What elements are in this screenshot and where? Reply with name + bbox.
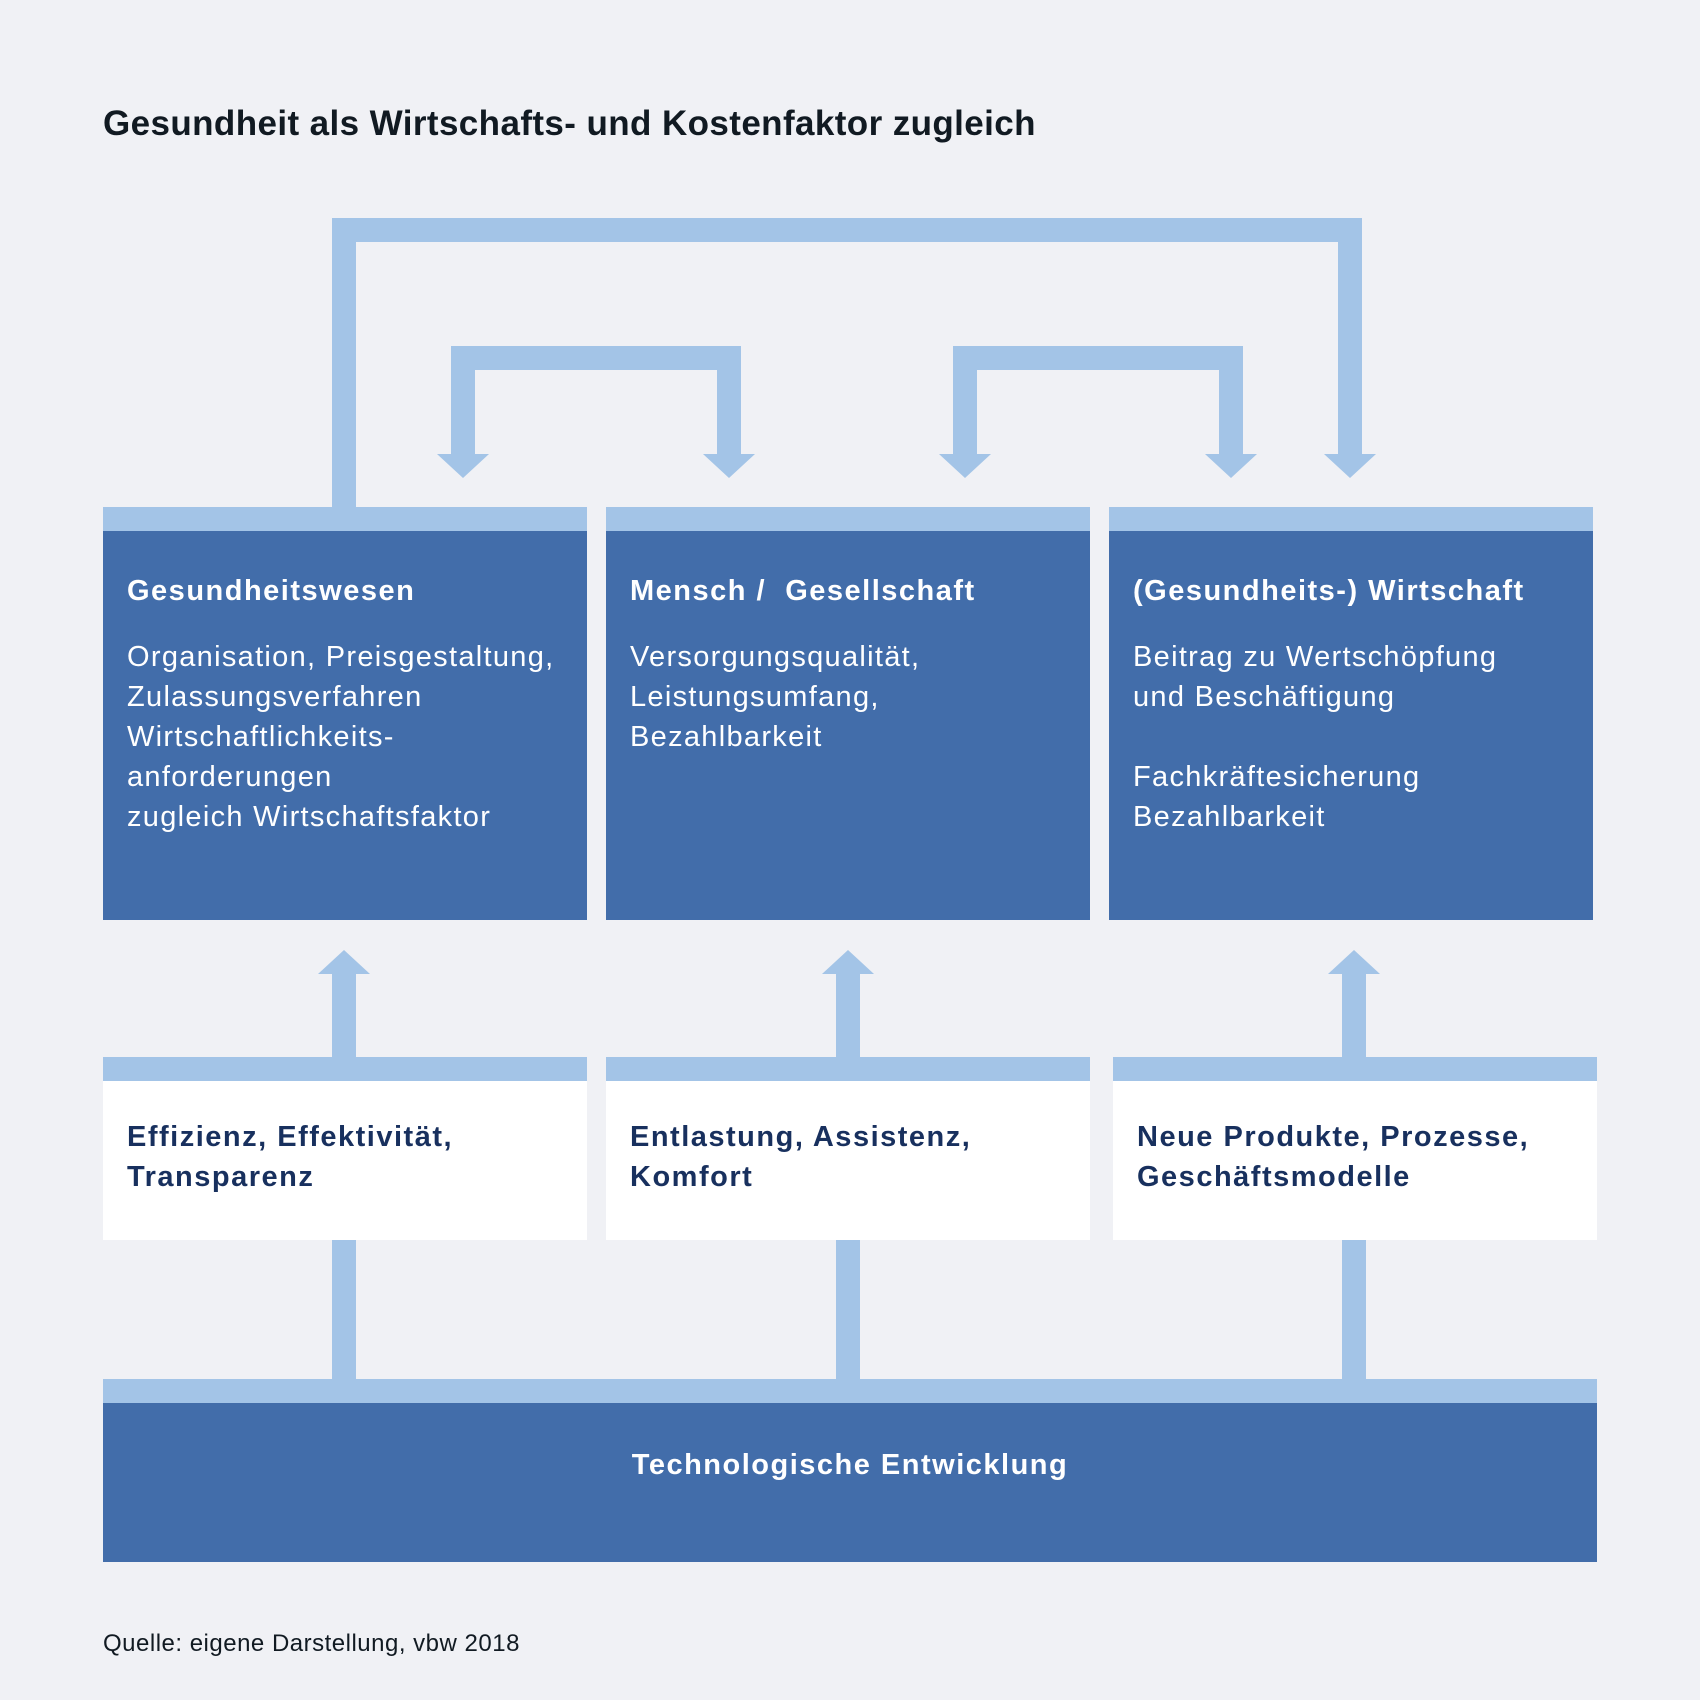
domain-box-gesundheitswirtschaft: (Gesundheits-) Wirtschaft Beitrag zu Wer… (1109, 507, 1593, 920)
right-loop-shaft-b (1219, 346, 1243, 456)
left-loop-shaft-b (717, 346, 741, 456)
domain-description: Versorgungsqualität, Leistungsumfang, Be… (630, 637, 1080, 757)
domain-box-gesundheitswesen: Gesundheitswesen Organisation, Preisgest… (103, 507, 587, 920)
right-loop-arrowhead-a (939, 454, 991, 478)
outer-loop-up-shaft (332, 218, 356, 508)
description-line: Bezahlbarkeit (630, 721, 823, 753)
impact-arrowhead-1 (318, 950, 370, 974)
base-box-technologische-entwicklung: Technologische Entwicklung (103, 1379, 1597, 1562)
description-line: Organisation, Preisgestaltung, (127, 641, 555, 673)
description-line: anforderungen (127, 761, 333, 793)
impact-line: Transparenz (127, 1161, 315, 1193)
impact-arrowhead-2 (822, 950, 874, 974)
outer-loop-arrowhead (1324, 454, 1376, 478)
impact-arrow-shaft-1 (332, 972, 356, 1057)
right-loop-shaft-a (953, 346, 977, 456)
domain-description: Organisation, Preisgestaltung, Zulassung… (127, 637, 577, 837)
impact-box-1: Effizienz, Effektivität, Transparenz (103, 1057, 587, 1240)
description-line: Wirtschaftlichkeits- (127, 721, 395, 753)
left-loop-shaft-a (451, 346, 475, 456)
description-line: Fachkräftesicherung (1133, 761, 1421, 793)
outer-loop-top-bar (332, 218, 1362, 242)
description-line: zugleich Wirtschaftsfaktor (127, 801, 492, 833)
outer-loop-down-shaft (1338, 218, 1362, 456)
impact-box-3: Neue Produkte, Prozesse, Geschäftsmodell… (1113, 1057, 1597, 1240)
base-connector-1 (332, 1238, 356, 1380)
impact-line: Entlastung, Assistenz, (630, 1121, 972, 1153)
impact-text: Neue Produkte, Prozesse, Geschäftsmodell… (1137, 1117, 1529, 1197)
base-connector-3 (1342, 1238, 1366, 1380)
left-loop-arrowhead-b (703, 454, 755, 478)
impact-line: Komfort (630, 1161, 754, 1193)
impact-arrowhead-3 (1328, 950, 1380, 974)
impact-box-top-bar (103, 1057, 587, 1081)
domain-box-top-bar (1109, 507, 1593, 531)
right-loop-arrowhead-b (1205, 454, 1257, 478)
description-line: Bezahlbarkeit (1133, 801, 1326, 833)
impact-line: Neue Produkte, Prozesse, (1137, 1121, 1530, 1153)
domain-box-top-bar (103, 507, 587, 531)
impact-line: Effizienz, Effektivität, (127, 1121, 454, 1153)
right-loop-top-bar (953, 346, 1243, 370)
paragraph-gap (1133, 717, 1583, 757)
diagram-title: Gesundheit als Wirtschafts- und Kostenfa… (103, 104, 1036, 143)
impact-box-2: Entlastung, Assistenz, Komfort (606, 1057, 1090, 1240)
impact-arrow-shaft-3 (1342, 972, 1366, 1057)
description-line: Leistungsumfang, (630, 681, 880, 713)
source-note: Quelle: eigene Darstellung, vbw 2018 (103, 1630, 520, 1657)
domain-title: Gesundheitswesen (127, 575, 416, 607)
domain-description: Beitrag zu Wertschöpfung und Beschäftigu… (1133, 637, 1583, 837)
left-loop-top-bar (451, 346, 741, 370)
description-line: und Beschäftigung (1133, 681, 1396, 713)
impact-text: Entlastung, Assistenz, Komfort (630, 1117, 971, 1197)
base-connector-2 (836, 1238, 860, 1380)
domain-title: (Gesundheits-) Wirtschaft (1133, 575, 1525, 607)
impact-text: Effizienz, Effektivität, Transparenz (127, 1117, 453, 1197)
base-label: Technologische Entwicklung (631, 1449, 1069, 1481)
domain-box-top-bar (606, 507, 1090, 531)
description-line: Versorgungsqualität, (630, 641, 921, 673)
impact-line: Geschäftsmodelle (1137, 1161, 1411, 1193)
description-line: Zulassungsverfahren (127, 681, 423, 713)
impact-arrow-shaft-2 (836, 972, 860, 1057)
left-loop-arrowhead-a (437, 454, 489, 478)
impact-box-top-bar (606, 1057, 1090, 1081)
domain-title: Mensch / Gesellschaft (630, 575, 976, 607)
base-box-top-bar (103, 1379, 1597, 1403)
impact-box-top-bar (1113, 1057, 1597, 1081)
domain-box-mensch-gesellschaft: Mensch / Gesellschaft Versorgungsqualitä… (606, 507, 1090, 920)
description-line: Beitrag zu Wertschöpfung (1133, 641, 1498, 673)
